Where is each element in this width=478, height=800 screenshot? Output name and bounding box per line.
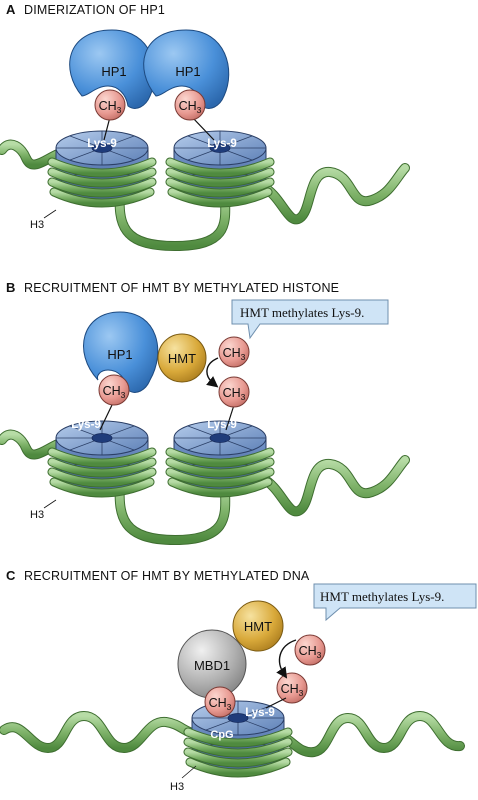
- ch3-label-a-left: CH3: [99, 99, 122, 115]
- mbd1-label: MBD1: [194, 658, 230, 673]
- lys9-label-left: Lys-9: [87, 138, 117, 150]
- ch3-label-b-hp1: CH3: [103, 384, 126, 400]
- hp1-label-left: HP1: [101, 64, 126, 79]
- hp1-protein-b: [83, 311, 159, 393]
- panel-c-letter: C: [6, 568, 16, 583]
- lys9-label-right: Lys-9: [207, 138, 237, 150]
- panel-a-title: DIMERIZATION OF HP1: [24, 3, 165, 17]
- panel-b: B RECRUITMENT OF HMT BY METHYLATED HISTO…: [0, 280, 410, 546]
- hmt-label-c: HMT: [244, 619, 272, 634]
- hp1-protein-right: [143, 29, 230, 109]
- ch3-label-c-lys: CH3: [281, 682, 304, 698]
- methylation-arrow-c: [276, 639, 297, 679]
- panel-a: A DIMERIZATION OF HP1 Lys-9 Lys-9 H3 HP1…: [0, 2, 410, 252]
- lys9-label-b-left: Lys-9: [71, 419, 101, 431]
- dna-strand-b: [0, 429, 410, 546]
- nucleosome-b-right: [170, 421, 270, 494]
- panel-b-letter: B: [6, 280, 15, 295]
- hp1-label-right: HP1: [175, 64, 200, 79]
- cpg-label: CpG: [210, 729, 233, 741]
- hmt-label-b: HMT: [168, 351, 196, 366]
- dna-strand-a: [0, 139, 410, 252]
- ch3-label-b-lys: CH3: [223, 386, 246, 402]
- hp1-label-b: HP1: [107, 347, 132, 362]
- methylation-arrow-b: [206, 357, 219, 388]
- callout-c-text: HMT methylates Lys-9.: [320, 589, 444, 604]
- lys9-label-c: Lys-9: [245, 707, 275, 719]
- dna-strand-c: [0, 710, 465, 758]
- h3-label-c: H3: [170, 781, 184, 793]
- lys9-label-b-right: Lys-9: [207, 419, 237, 431]
- nucleosome-b-left: [52, 421, 152, 494]
- ch3-label-c-cpg: CH3: [209, 696, 232, 712]
- h3-label-b: H3: [30, 509, 44, 521]
- ch3-label-b-free: CH3: [223, 346, 246, 362]
- callout-b-text: HMT methylates Lys-9.: [240, 305, 364, 320]
- panel-b-title: RECRUITMENT OF HMT BY METHYLATED HISTONE: [24, 281, 339, 295]
- panel-c-title: RECRUITMENT OF HMT BY METHYLATED DNA: [24, 569, 310, 583]
- ch3-label-a-right: CH3: [179, 99, 202, 115]
- panel-a-letter: A: [6, 2, 16, 17]
- callout-c: HMT methylates Lys-9.: [313, 583, 477, 622]
- ch3-label-c-free: CH3: [299, 644, 322, 660]
- hmt-protein-b: [157, 333, 207, 383]
- callout-b: HMT methylates Lys-9.: [231, 299, 389, 340]
- h3-label-a: H3: [30, 219, 44, 231]
- hmt-protein-c: [232, 600, 284, 652]
- panel-c: C RECRUITMENT OF HMT BY METHYLATED DNA H…: [0, 568, 477, 793]
- hp1-protein-left: [69, 29, 156, 109]
